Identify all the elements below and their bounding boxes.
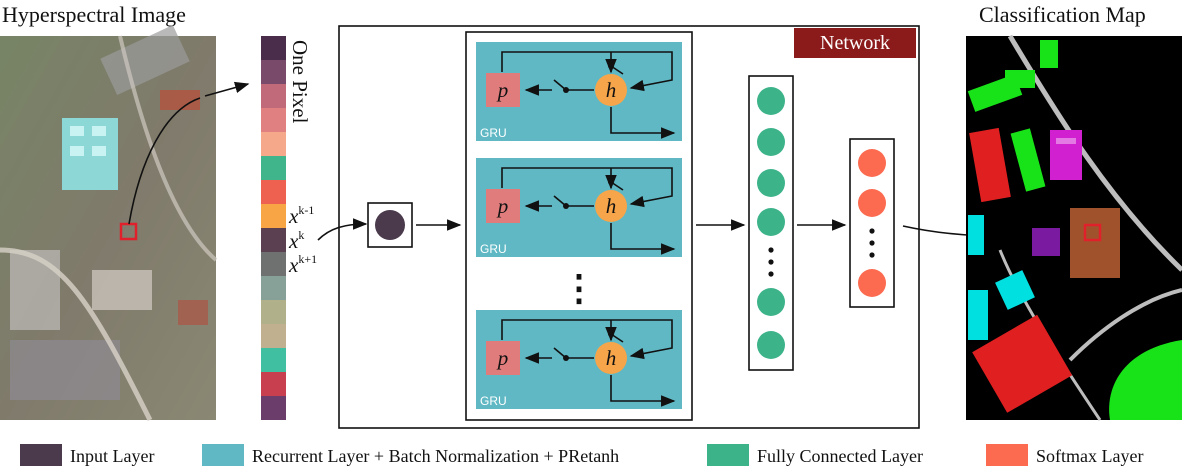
network-tag bbox=[794, 28, 916, 58]
legend-swatch bbox=[202, 444, 244, 466]
legend-label: Softmax Layer bbox=[1036, 446, 1143, 466]
label-x-next: xk+1 bbox=[288, 252, 317, 277]
hyperspectral-image bbox=[0, 24, 218, 422]
gru-tag: GRU bbox=[480, 394, 507, 408]
legend-swatch bbox=[986, 444, 1028, 466]
softmax-ellipsis-dot bbox=[869, 240, 875, 246]
gru-p-box bbox=[486, 73, 520, 107]
spectral-band bbox=[261, 300, 286, 324]
classification-map bbox=[966, 34, 1182, 421]
gru-p-label: p bbox=[496, 78, 509, 102]
legend-item: Recurrent Layer + Batch Normalization + … bbox=[202, 444, 619, 466]
network-frame bbox=[338, 25, 920, 429]
gru-tag: GRU bbox=[480, 242, 507, 256]
spectral-band bbox=[261, 396, 286, 420]
spectral-band bbox=[261, 60, 286, 84]
gru-connection bbox=[610, 375, 676, 407]
legend-swatch bbox=[20, 444, 62, 466]
spectral-band bbox=[261, 348, 286, 372]
fc-node bbox=[757, 128, 785, 156]
gru-h-node bbox=[595, 74, 627, 106]
softmax-nodes bbox=[858, 149, 886, 297]
gru-h-node bbox=[595, 190, 627, 222]
gru-h-label: h bbox=[606, 194, 617, 218]
spectral-band bbox=[261, 132, 286, 156]
softmax-node bbox=[858, 269, 886, 297]
legend-label: Input Layer bbox=[70, 446, 154, 466]
map-title: Classification Map bbox=[979, 2, 1146, 27]
legend-item: Softmax Layer bbox=[986, 444, 1143, 466]
gru-connection bbox=[610, 181, 624, 191]
gru-connection bbox=[610, 107, 676, 139]
fc-node bbox=[757, 87, 785, 115]
gru-p-box bbox=[486, 341, 520, 375]
fc-node bbox=[757, 331, 785, 359]
spectral-vector bbox=[261, 36, 286, 420]
legend-item: Fully Connected Layer bbox=[707, 444, 923, 466]
gru-h-node bbox=[595, 342, 627, 374]
legend: Input Layer Recurrent Layer + Batch Norma… bbox=[20, 444, 1143, 466]
fc-ellipsis-dot bbox=[768, 247, 774, 253]
label-x-curr: xk bbox=[288, 228, 304, 253]
gru-connection bbox=[610, 65, 624, 75]
fc-ellipsis-dot bbox=[768, 259, 774, 265]
xk-to-input-arrow bbox=[317, 218, 368, 241]
legend-swatch bbox=[707, 444, 749, 466]
softmax-ellipsis-dot bbox=[869, 228, 875, 234]
fc-node bbox=[757, 169, 785, 197]
gru-connection bbox=[501, 319, 673, 360]
spectral-band bbox=[261, 108, 286, 132]
gru-ellipsis: ⋮ bbox=[561, 268, 597, 308]
spectral-band bbox=[261, 276, 286, 300]
softmax-node bbox=[858, 149, 886, 177]
gru-connection bbox=[610, 333, 624, 343]
spectral-band bbox=[261, 84, 286, 108]
fc-nodes bbox=[757, 87, 785, 359]
spectral-band bbox=[261, 252, 286, 276]
legend-label: Recurrent Layer + Batch Normalization + … bbox=[252, 446, 619, 466]
gru-connection bbox=[610, 223, 676, 255]
fc-ellipsis-dot bbox=[768, 271, 774, 277]
spectral-band bbox=[261, 372, 286, 396]
gru-p-label: p bbox=[496, 346, 509, 370]
gru-connection bbox=[501, 51, 673, 92]
softmax-ellipsis-dot bbox=[869, 252, 875, 258]
label-x-prev: xk-1 bbox=[288, 203, 314, 228]
one-pixel-label: One Pixel bbox=[288, 40, 312, 124]
fc-node bbox=[757, 208, 785, 236]
selected-pixel-marker bbox=[119, 222, 138, 241]
legend-label: Fully Connected Layer bbox=[757, 446, 923, 466]
gru-connection bbox=[501, 167, 673, 208]
spectral-band bbox=[261, 180, 286, 204]
network-tag-label: Network bbox=[820, 32, 890, 54]
spectral-band bbox=[261, 204, 286, 228]
input-node bbox=[375, 210, 405, 240]
pixel-band-labels: xk-1 xk xk+1 bbox=[288, 203, 317, 277]
gru-tag: GRU bbox=[480, 126, 507, 140]
pixel-link-curve bbox=[128, 97, 201, 225]
map-pixel-marker bbox=[1083, 223, 1102, 242]
spectral-band bbox=[261, 156, 286, 180]
pixel-to-spectrum-arrow bbox=[204, 81, 250, 97]
spectral-band bbox=[261, 228, 286, 252]
hsi-title: Hyperspectral Image bbox=[2, 2, 186, 27]
gru-h-label: h bbox=[606, 78, 617, 102]
legend-item: Input Layer bbox=[20, 444, 154, 466]
spectral-band bbox=[261, 324, 286, 348]
gru-h-label: h bbox=[606, 346, 617, 370]
softmax-node bbox=[858, 189, 886, 217]
gru-p-box bbox=[486, 189, 520, 223]
spectral-band bbox=[261, 36, 286, 60]
fc-node bbox=[757, 288, 785, 316]
gru-p-label: p bbox=[496, 194, 509, 218]
